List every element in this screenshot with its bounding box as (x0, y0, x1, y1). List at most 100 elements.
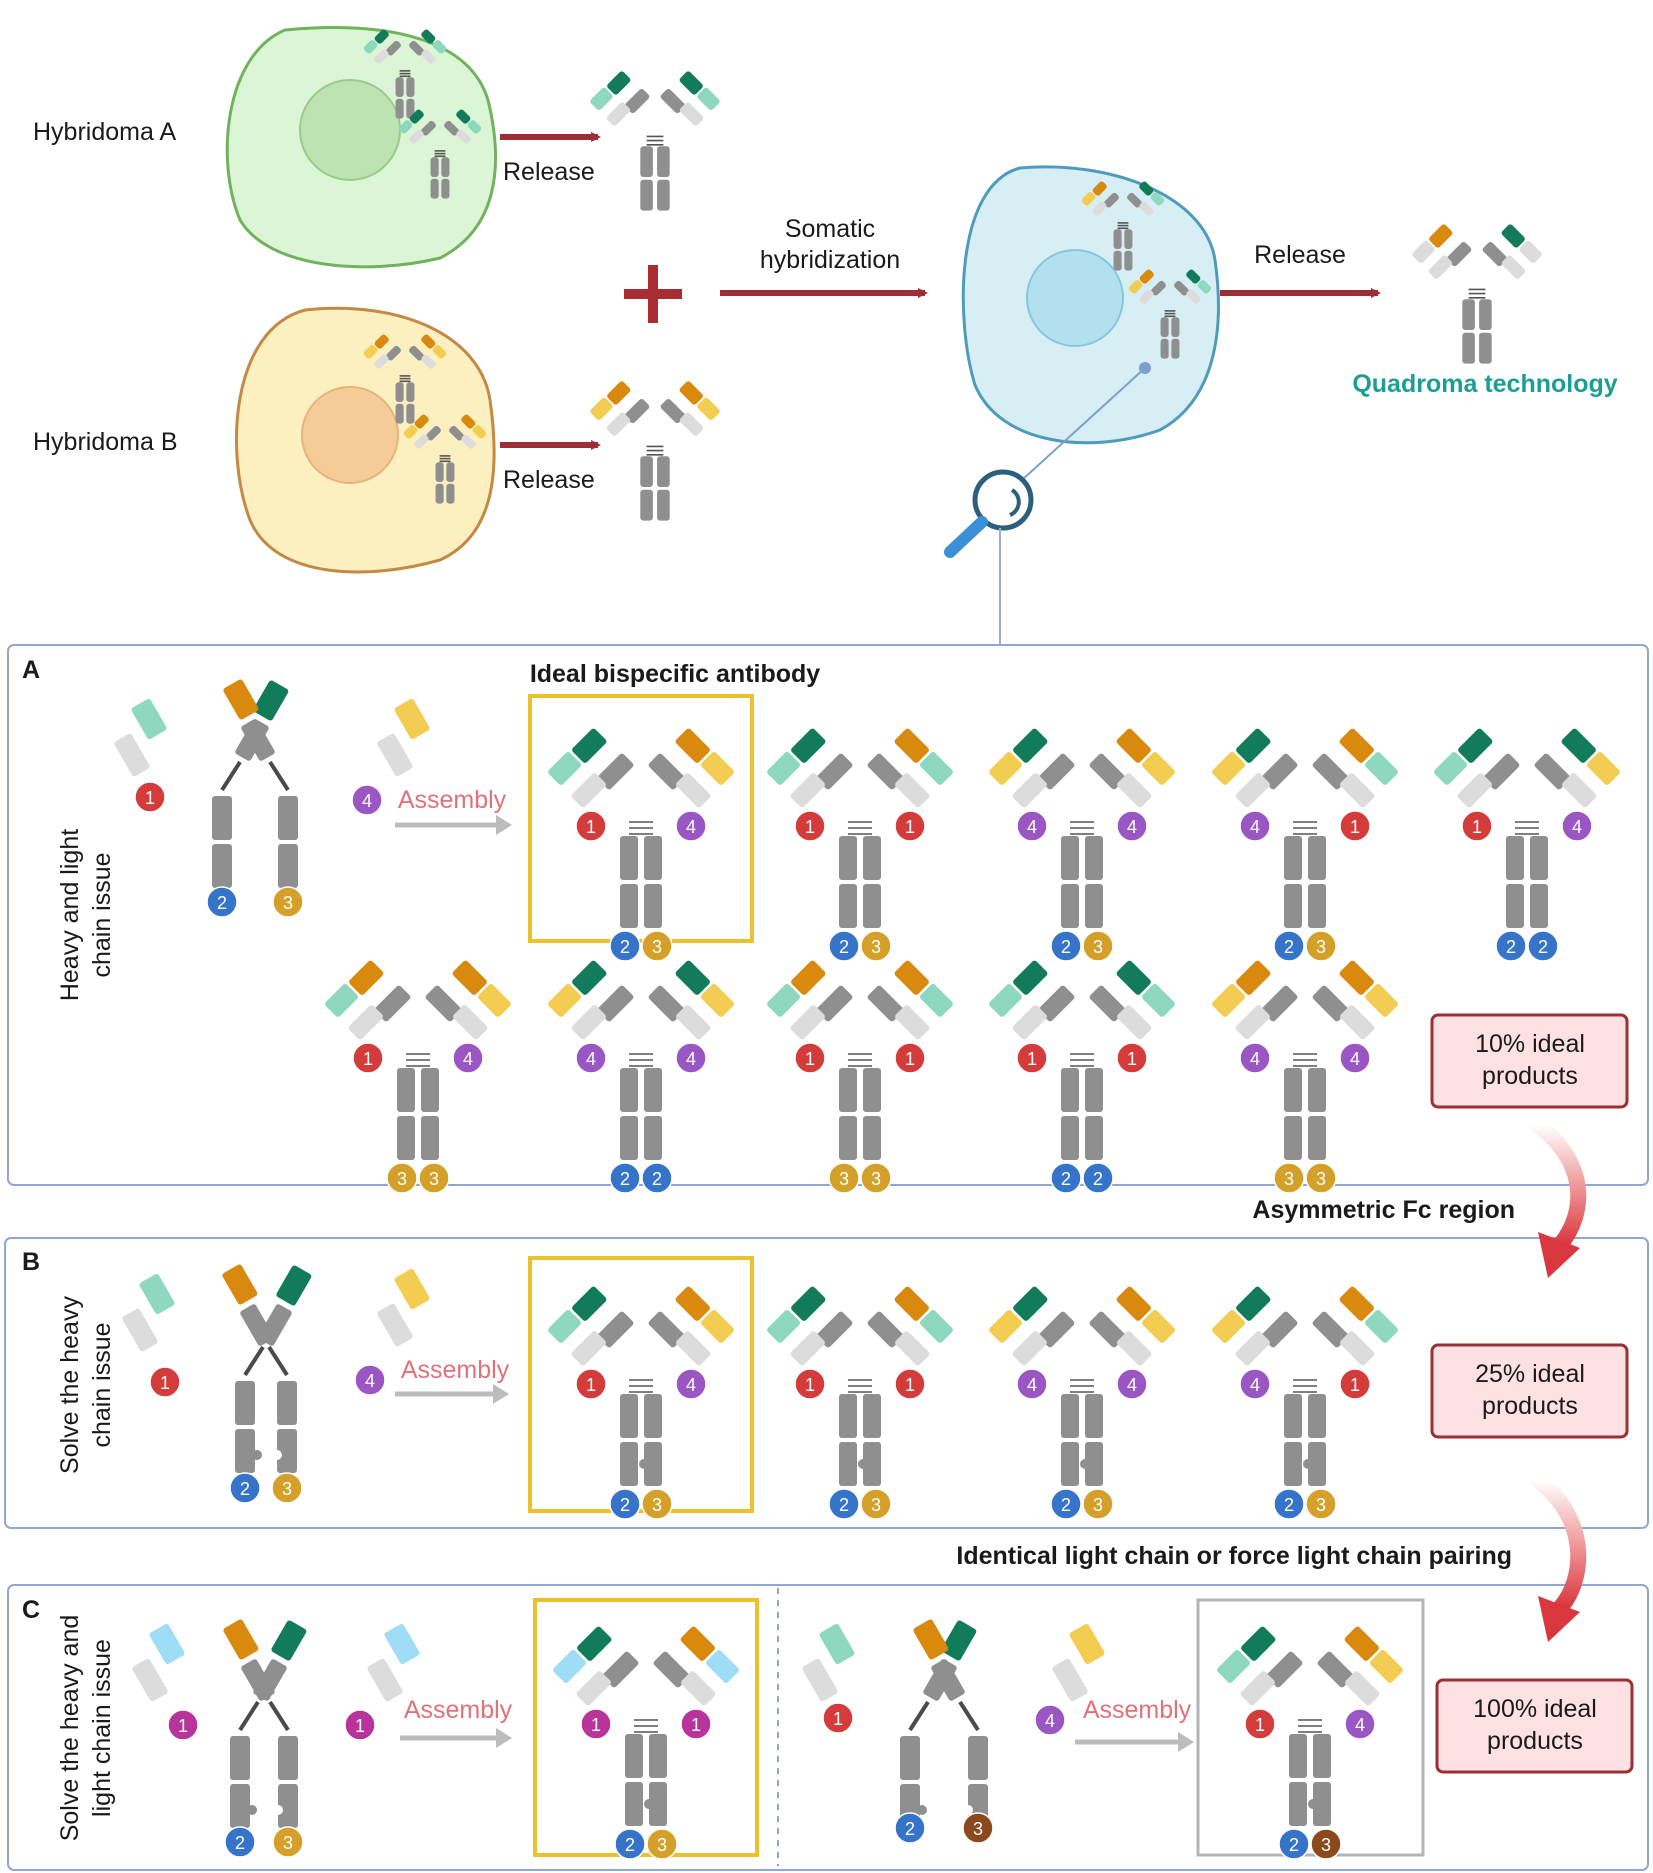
svg-text:4: 4 (1355, 1715, 1365, 1735)
svg-text:2: 2 (1538, 937, 1548, 957)
svg-text:100% ideal: 100% ideal (1473, 1695, 1597, 1723)
badge-2: 2 (206, 886, 238, 918)
badge-4: 4 (1016, 810, 1048, 842)
badge-2: 2 (224, 1826, 256, 1858)
svg-text:2: 2 (620, 1495, 630, 1515)
svg-text:1: 1 (1350, 817, 1360, 837)
release-label-b: Release (503, 466, 595, 494)
svg-text:2: 2 (1061, 937, 1071, 957)
badge-4: 4 (1239, 1042, 1271, 1074)
ideal-box-a (528, 694, 754, 943)
result-box-c: 100% ideal products (1435, 1678, 1634, 1774)
heavy-chain-a-right (223, 679, 298, 888)
antibody-quadroma-1 (1081, 181, 1165, 271)
badge-1: 1 (794, 1368, 826, 1400)
hybridoma-b-nucleus (301, 386, 399, 484)
badge-2: 2 (894, 1812, 926, 1844)
svg-text:3: 3 (282, 1479, 292, 1499)
svg-text:chain issue: chain issue (88, 852, 116, 977)
svg-text:1: 1 (905, 1375, 915, 1395)
hybridoma-a-label: Hybridoma A (33, 118, 176, 146)
quadroma-cell (961, 165, 1220, 445)
panel-c-frame (7, 1584, 1649, 1871)
svg-text:3: 3 (1316, 1495, 1326, 1515)
badge-4: 4 (1239, 1368, 1271, 1400)
badge-1: 1 (794, 1042, 826, 1074)
svg-text:2: 2 (1093, 1169, 1103, 1189)
assembly-label-c-right: Assembly (1083, 1696, 1192, 1724)
badge-3: 3 (272, 1826, 304, 1858)
badge-1: 1 (1339, 810, 1371, 842)
antibody-quadroma-product (1412, 224, 1542, 364)
svg-text:1: 1 (363, 1049, 373, 1069)
svg-text:4: 4 (1572, 817, 1582, 837)
svg-text:4: 4 (463, 1049, 473, 1069)
assembly-label-a: Assembly (398, 786, 507, 814)
badge-3: 3 (860, 1488, 892, 1520)
badge-3: 3 (1273, 1162, 1305, 1194)
badge-3: 3 (418, 1162, 450, 1194)
svg-text:3: 3 (657, 1835, 667, 1855)
svg-text:3: 3 (652, 937, 662, 957)
light-chain-a-1 (114, 699, 167, 777)
curved-arrow-bc (1530, 1472, 1587, 1642)
badge-3: 3 (386, 1162, 418, 1194)
light-chain-c-1b (367, 1624, 420, 1702)
badge-1: 1 (134, 781, 166, 813)
svg-text:1: 1 (833, 1709, 843, 1729)
svg-text:3: 3 (397, 1169, 407, 1189)
release-label-c: Release (1254, 241, 1346, 269)
badge-3: 3 (1310, 1828, 1342, 1860)
badge-2: 2 (609, 1162, 641, 1194)
svg-text:3: 3 (1093, 1495, 1103, 1515)
svg-text:1: 1 (586, 817, 596, 837)
badge-2: 2 (614, 1828, 646, 1860)
svg-text:25% ideal: 25% ideal (1475, 1360, 1585, 1388)
badge-2: 2 (641, 1162, 673, 1194)
badge-1: 1 (894, 810, 926, 842)
somatic-label-2: hybridization (760, 246, 900, 274)
svg-text:3: 3 (429, 1169, 439, 1189)
badge-2: 2 (1278, 1828, 1310, 1860)
svg-text:4: 4 (1250, 1049, 1260, 1069)
svg-text:10% ideal: 10% ideal (1475, 1030, 1585, 1058)
badge-2: 2 (609, 1488, 641, 1520)
badge-1: 1 (894, 1368, 926, 1400)
light-chain-b-4 (377, 1269, 430, 1347)
svg-text:4: 4 (1045, 1711, 1055, 1731)
svg-text:Solve the heavy: Solve the heavy (56, 1296, 84, 1474)
badge-2: 2 (828, 1488, 860, 1520)
badge-3: 3 (641, 1488, 673, 1520)
plus-sign (624, 265, 682, 323)
badge-3: 3 (1305, 1162, 1337, 1194)
badge-4: 4 (1344, 1708, 1376, 1740)
badge-4: 4 (1561, 810, 1593, 842)
badge-1: 1 (575, 1368, 607, 1400)
badge-1: 1 (149, 1366, 181, 1398)
svg-text:1: 1 (805, 817, 815, 837)
svg-text:3: 3 (1321, 1835, 1331, 1855)
svg-text:3: 3 (283, 1833, 293, 1853)
svg-text:2: 2 (1284, 1495, 1294, 1515)
svg-text:1: 1 (1350, 1375, 1360, 1395)
badge-1: 1 (1461, 810, 1493, 842)
badge-2: 2 (1273, 930, 1305, 962)
assembly-label-c-left: Assembly (404, 1696, 513, 1724)
somatic-label-1: Somatic (785, 215, 875, 243)
badge-4: 4 (1239, 810, 1271, 842)
result-box-a: 10% ideal products (1430, 1013, 1629, 1109)
svg-text:products: products (1487, 1727, 1583, 1755)
svg-text:2: 2 (1506, 937, 1516, 957)
badge-1: 1 (352, 1042, 384, 1074)
svg-text:2: 2 (620, 937, 630, 957)
badge-3: 3 (1305, 930, 1337, 962)
badge-2: 2 (1050, 1488, 1082, 1520)
badge-4: 4 (1339, 1042, 1371, 1074)
heavy-chain-b-right (222, 1264, 297, 1473)
